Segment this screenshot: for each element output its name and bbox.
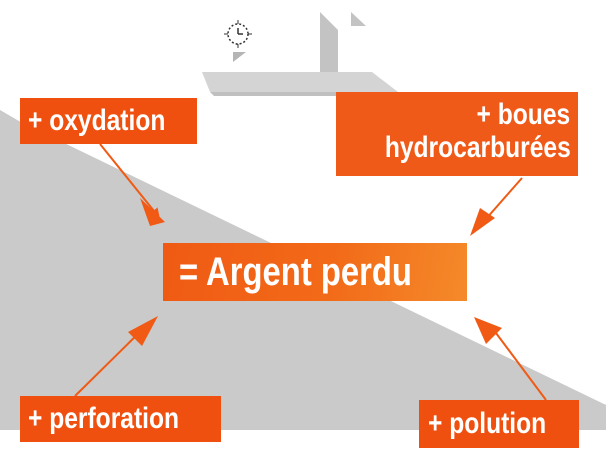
arrow-oxydation: [99, 143, 160, 219]
result-box: = Argent perdu: [163, 243, 467, 301]
bucket-shape: [202, 72, 398, 92]
label-oxydation: + oxydation: [20, 98, 197, 144]
label-oxydation-text: + oxydation: [28, 104, 166, 137]
page-fold-icon: [320, 12, 338, 74]
result-text: = Argent perdu: [179, 250, 412, 294]
label-perforation-text: + perforation: [28, 402, 180, 435]
page-corner-shape: [351, 12, 366, 26]
small-triangle-shape: [233, 52, 246, 62]
clock-icon: [224, 20, 252, 48]
arrowhead-polution: [474, 317, 502, 344]
arrowhead-oxydation: [140, 198, 165, 226]
label-polution-text: + polution: [428, 407, 547, 440]
label-boues-line1: + boues: [476, 98, 570, 131]
arrowhead-perforation: [128, 316, 158, 346]
arrow-polution: [489, 324, 547, 401]
arrowhead-boues: [470, 208, 495, 236]
label-perforation: + perforation: [20, 396, 221, 442]
label-boues-line2: hydrocarburées: [384, 131, 571, 164]
label-polution: + polution: [419, 400, 579, 448]
label-boues-hydrocarburees: + boues hydrocarburées: [336, 92, 578, 176]
